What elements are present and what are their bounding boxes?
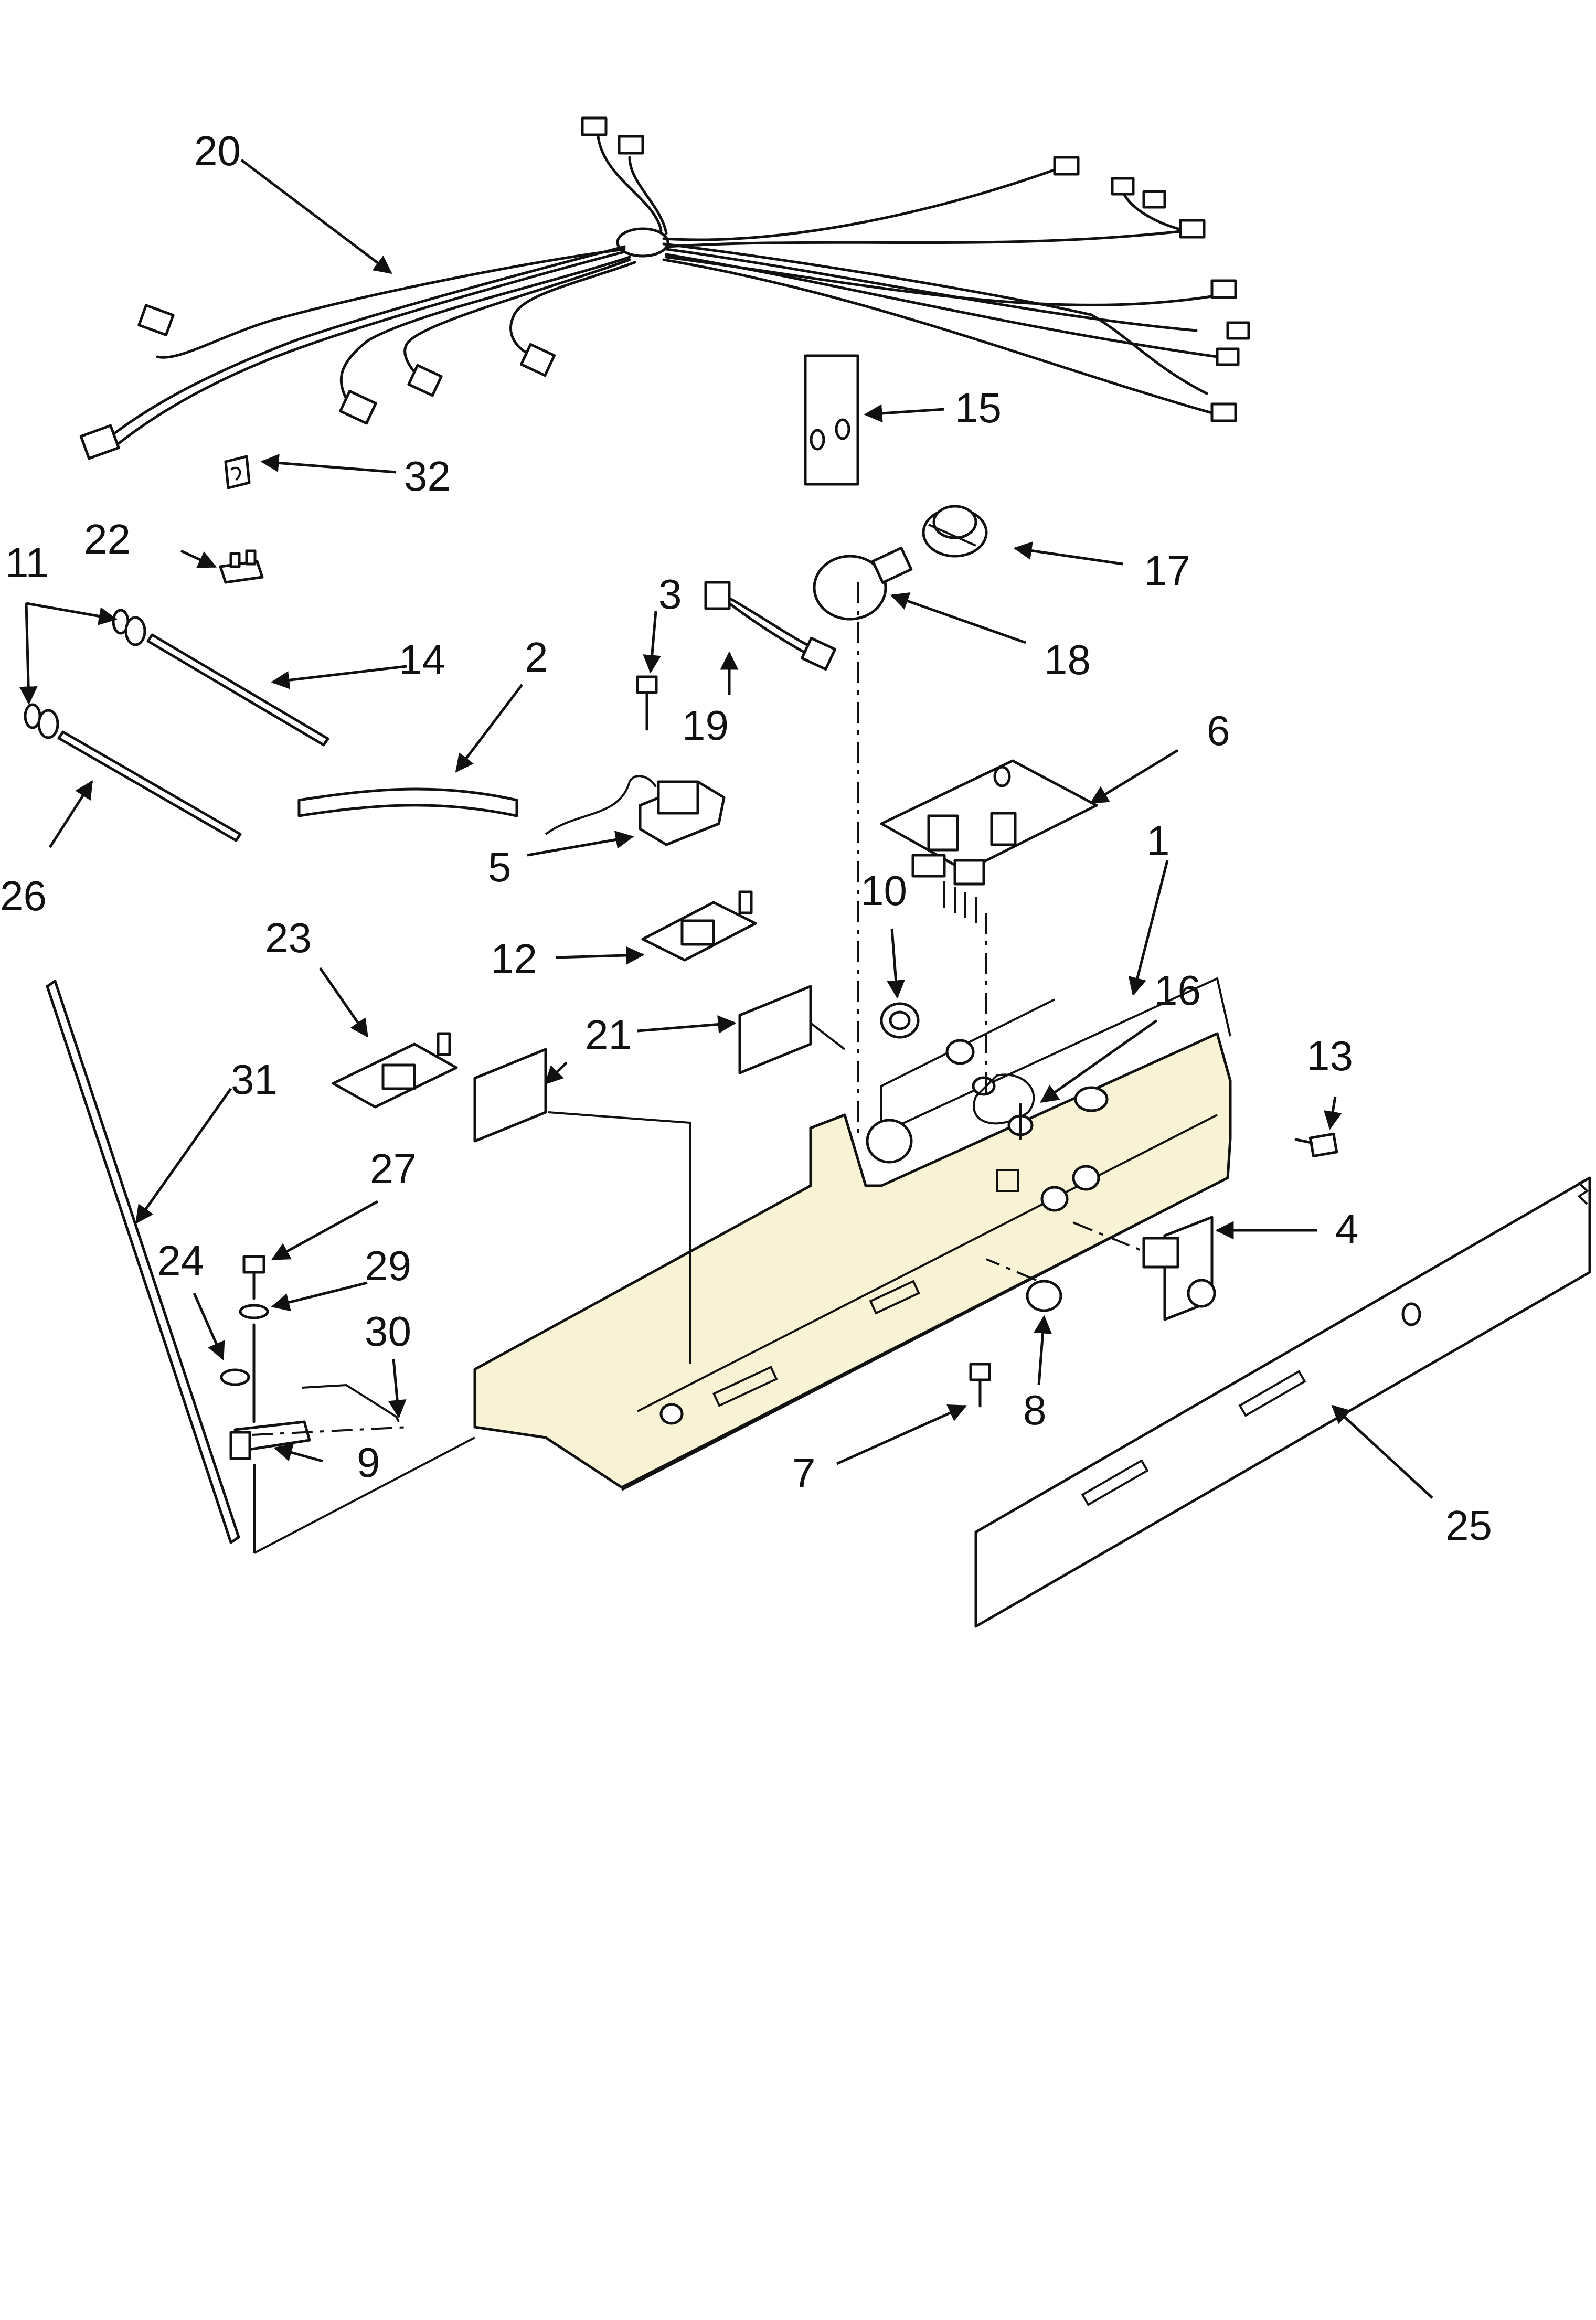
callout-labels: 1 2 3 4 5 6 7 8 9 10 11 12 13 14 15 16 1… xyxy=(0,127,1492,1549)
small-bracket-part xyxy=(219,549,264,584)
bushing-part xyxy=(880,1002,920,1039)
callout-4: 4 xyxy=(1335,1206,1359,1252)
leader-arrows xyxy=(19,159,1433,1499)
callout-23: 23 xyxy=(265,914,312,961)
rod-part xyxy=(146,633,329,747)
callout-14: 14 xyxy=(399,636,445,683)
callout-19: 19 xyxy=(682,702,729,749)
lamp-socket-part xyxy=(922,505,988,558)
callout-15: 15 xyxy=(955,385,1002,431)
fastener-part xyxy=(1007,1103,1034,1140)
callout-22: 22 xyxy=(84,516,131,562)
screw-part-13 xyxy=(1294,1132,1338,1158)
door-switch-part xyxy=(1142,1216,1216,1321)
control-housing-part xyxy=(473,977,1232,1491)
button-part xyxy=(1026,1280,1062,1312)
bracket-part-12 xyxy=(641,890,757,962)
callout-11: 11 xyxy=(5,539,49,586)
relay-switch-part xyxy=(545,775,726,846)
callout-1: 1 xyxy=(1146,817,1170,864)
callout-32: 32 xyxy=(404,453,451,499)
spring-wire-part xyxy=(301,1384,400,1422)
callout-8: 8 xyxy=(1023,1387,1047,1433)
callout-16: 16 xyxy=(1154,967,1201,1014)
rod-part-lower xyxy=(57,730,242,842)
hinge-hardware-part xyxy=(220,1255,311,1460)
tube-part xyxy=(297,787,518,817)
label-part xyxy=(473,985,812,1143)
control-board-part xyxy=(880,759,1098,923)
long-rod-part xyxy=(46,980,240,1544)
callout-27: 27 xyxy=(370,1145,417,1192)
wire-harness-part xyxy=(79,116,1250,460)
callout-9: 9 xyxy=(357,1439,380,1486)
callout-31: 31 xyxy=(231,1056,278,1103)
callout-6: 6 xyxy=(1207,707,1230,754)
screw-part-7 xyxy=(969,1363,991,1408)
callout-26: 26 xyxy=(0,872,47,919)
callout-29: 29 xyxy=(365,1242,411,1289)
callout-10: 10 xyxy=(860,867,907,914)
callout-30: 30 xyxy=(365,1308,411,1355)
screw-part xyxy=(636,675,658,731)
callout-2: 2 xyxy=(525,634,548,680)
callout-13: 13 xyxy=(1306,1033,1353,1079)
callout-21: 21 xyxy=(585,1012,632,1058)
callout-20: 20 xyxy=(194,127,241,174)
bracket-part-23 xyxy=(332,1032,458,1109)
callout-17: 17 xyxy=(1144,547,1190,594)
callout-12: 12 xyxy=(491,935,537,982)
cover-plate-part xyxy=(804,354,859,486)
light-bulb-part xyxy=(813,546,913,621)
clip-part xyxy=(224,455,251,489)
grommet-part xyxy=(24,609,146,739)
wire-lead-part xyxy=(704,581,837,671)
callout-7: 7 xyxy=(792,1450,816,1496)
trim-panel-part xyxy=(974,1176,1591,1628)
callout-18: 18 xyxy=(1044,636,1091,683)
assembly-lines xyxy=(251,582,1144,1554)
callout-24: 24 xyxy=(157,1237,204,1284)
callout-3: 3 xyxy=(658,571,682,618)
callout-25: 25 xyxy=(1445,1502,1492,1549)
callout-5: 5 xyxy=(488,844,512,890)
